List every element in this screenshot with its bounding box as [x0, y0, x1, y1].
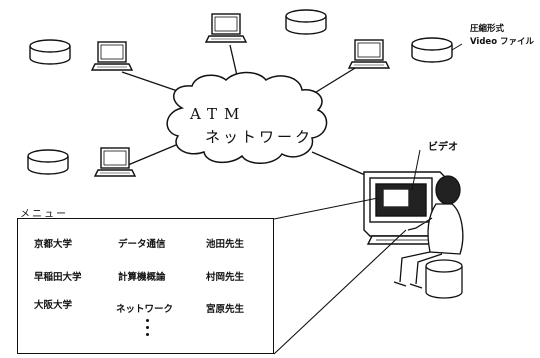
- video-terminal: [363, 171, 447, 245]
- atm-label: ATM: [190, 105, 247, 123]
- video-file-label: Video ファイル: [470, 37, 534, 47]
- laptop-icon: [205, 13, 247, 43]
- menu-teacher-1[interactable]: 池田先生: [206, 239, 245, 250]
- laptop-icon: [348, 39, 390, 69]
- menu-course-1[interactable]: データ通信: [118, 239, 166, 250]
- disk-icon: [27, 149, 69, 175]
- laptop-icon: [91, 41, 133, 71]
- laptop-icon: [94, 147, 136, 177]
- video-label: ビデオ: [428, 142, 458, 153]
- menu-university-2[interactable]: 早稲田大学: [34, 272, 82, 283]
- menu-course-2[interactable]: 計算機概論: [118, 272, 166, 283]
- person-figure: [393, 175, 464, 299]
- menu-panel: [17, 218, 274, 354]
- disk-icon: [29, 39, 71, 65]
- disk-icon: [285, 9, 327, 35]
- menu-callout: [273, 197, 407, 355]
- menu-teacher-2[interactable]: 村岡先生: [206, 272, 245, 283]
- compressed-format-label: 圧縮形式: [470, 24, 505, 34]
- network-label: ネットワーク: [205, 128, 314, 146]
- menu-university-1[interactable]: 京都大学: [34, 239, 73, 250]
- more-items-ellipsis: [146, 319, 152, 340]
- menu-title: メニュー: [20, 209, 68, 220]
- menu-teacher-3[interactable]: 宮原先生: [206, 304, 245, 315]
- menu-course-3[interactable]: ネットワーク: [116, 304, 174, 315]
- atm-cloud: [166, 71, 328, 164]
- disk-icon: [411, 37, 453, 63]
- menu-university-3[interactable]: 大阪大学: [34, 300, 73, 311]
